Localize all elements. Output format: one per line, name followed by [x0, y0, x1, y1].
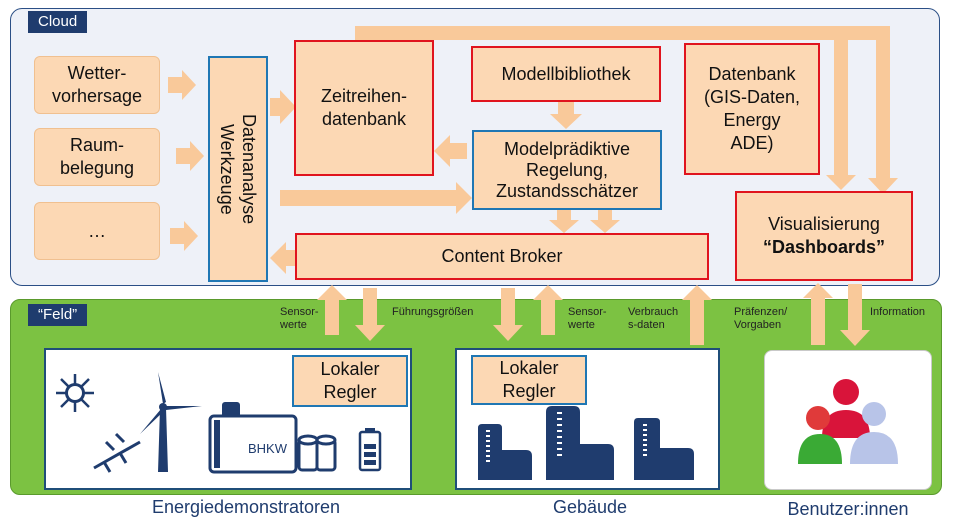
building-icon [546, 406, 614, 480]
modelpraediktive-regelung: Modelprädiktive Regelung, Zustandsschätz… [472, 130, 662, 210]
users-icon [798, 379, 898, 464]
arrow-mpc-to-broker-1 [549, 210, 579, 233]
arrow-modell-to-mpc [550, 102, 582, 129]
datenanalyse-werkzeuge: Datenanalyse Werkzeuge [208, 56, 268, 282]
arrow-mpc-to-zeitreihen [434, 135, 467, 167]
arrow-to-mpc [280, 182, 472, 214]
sun-icon [56, 374, 94, 412]
arrow-mpc-to-broker-2 [590, 210, 620, 233]
arrow-sensor-up-2 [533, 285, 563, 335]
content-broker: Content Broker [295, 233, 709, 280]
arrow-fuehrung-down-2 [493, 288, 523, 341]
bhkw-label: BHKW [248, 441, 288, 456]
building-icon [634, 418, 694, 480]
arrow-datenbank-to-vis [826, 26, 856, 190]
battery-icon [358, 428, 382, 472]
source-more: … [34, 202, 160, 260]
source-wettervorhersage: Wetter- vorhersage [34, 56, 160, 114]
arrow-info-down [840, 284, 870, 346]
werkzeuge-label: Datenanalyse Werkzeuge [217, 113, 259, 225]
arrow-broker-to-werkzeuge [270, 242, 296, 274]
label-sensorwerte-2: Sensor- werte [568, 306, 607, 331]
label-sensorwerte-1: Sensor- werte [280, 306, 319, 331]
datenbank-gis: Datenbank (GIS-Daten, Energy ADE) [684, 43, 820, 175]
arrow-dots [170, 221, 198, 251]
building-icon [478, 424, 532, 480]
feld-tag: “Feld” [28, 304, 88, 326]
dashboards-label: “Dashboards” [762, 237, 886, 257]
storage-tank-icon [297, 434, 337, 472]
arrow-to-zeitreihen [270, 90, 296, 124]
arrow-fuehrung-down [355, 288, 385, 341]
source-raumbelegung: Raum- belegung [34, 128, 160, 186]
arrow-verbrauch-up [682, 285, 712, 345]
benutzer-panel [764, 350, 932, 490]
modellbibliothek: Modellbibliothek [471, 46, 661, 102]
cloud-tag: Cloud [28, 11, 88, 33]
lokaler-regler-gebaeude: Lokaler Regler [471, 355, 587, 405]
zeitreihendatenbank: Zeitreihen- datenbank [294, 40, 434, 176]
lokaler-regler-energie: Lokaler Regler [292, 355, 408, 407]
label-benutzer: Benutzer:innen [787, 499, 909, 519]
arrow-raum [176, 141, 204, 171]
label-energiedemonstratoren: Energiedemonstratoren [151, 497, 341, 517]
arrow-praef-up [803, 283, 833, 345]
visualisierung-label: Visualisierung [768, 214, 880, 234]
label-fuehrungsgroessen: Führungsgrößen [392, 306, 474, 318]
solar-panel-icon [93, 432, 141, 473]
chp-plant-icon: BHKW [208, 402, 298, 474]
label-verbrauchsdaten: Verbrauch s-daten [628, 306, 679, 331]
label-praeferenzen: Präfenzen/ Vorgaben [734, 306, 788, 331]
label-gebaeude: Gebäude [552, 497, 628, 517]
arrow-sensor-up-1 [317, 285, 347, 335]
arrow-wetter [168, 70, 196, 100]
visualisierung-dashboards: Visualisierung “Dashboards” [735, 191, 913, 281]
label-information: Information [870, 306, 926, 318]
wind-turbine-icon [140, 372, 202, 472]
